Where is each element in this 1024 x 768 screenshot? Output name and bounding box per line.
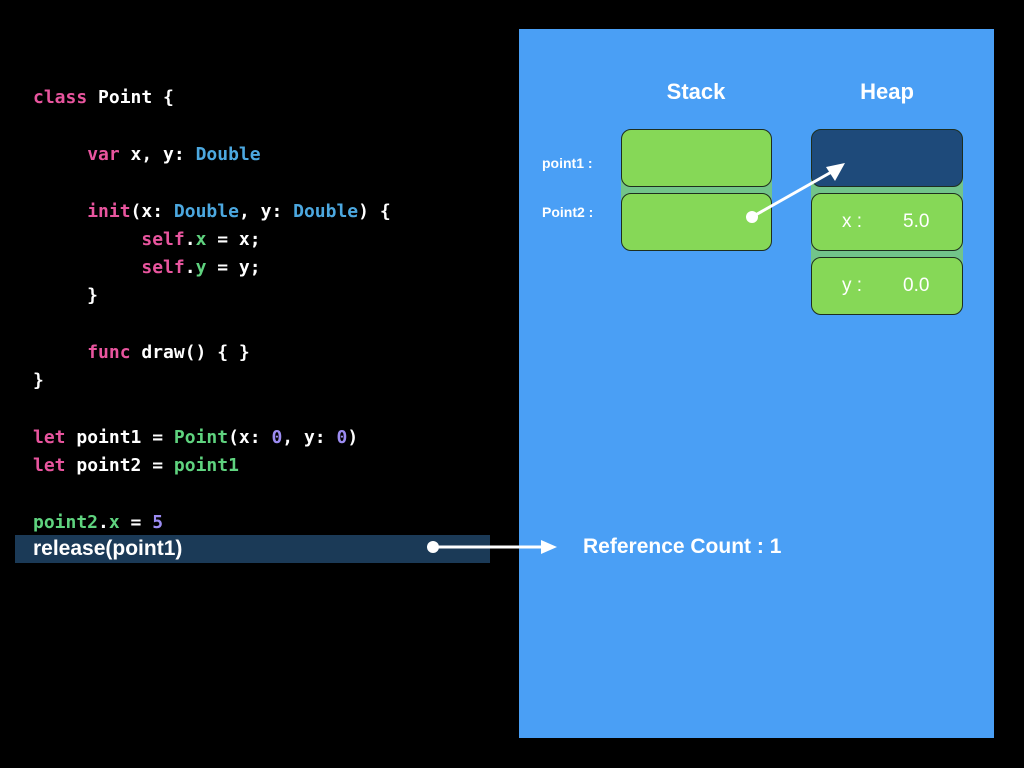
code-line-assign-x: point2.x = 5 <box>33 511 163 535</box>
code-token: draw() { } <box>141 342 250 363</box>
code-line-var-decl: var x, y: Double <box>33 143 261 167</box>
code-token: 5 <box>152 512 164 533</box>
point2-reference-dot <box>746 211 758 223</box>
code-line-class-close: } <box>33 369 44 393</box>
code-token: func <box>87 342 142 363</box>
code-token: y <box>195 257 207 278</box>
code-token: point2 <box>33 512 99 533</box>
release-dot <box>427 541 439 553</box>
code-token: . <box>98 512 109 533</box>
current-line-highlight <box>15 535 490 563</box>
code-token: } <box>33 285 99 306</box>
code-token: Double <box>173 201 239 222</box>
code-token: Double <box>293 201 359 222</box>
code-token: = <box>119 512 153 533</box>
code-token: var <box>87 144 131 165</box>
heap-field-x-name: x : <box>842 211 863 232</box>
current-line-text: release(point1) <box>33 537 183 560</box>
point2-reference-arrowhead <box>826 163 845 181</box>
code-token: = y; <box>206 257 261 278</box>
code-line-init-close: } <box>33 284 98 308</box>
stack-label-point1: point1 : <box>542 155 593 171</box>
code-token: ) { <box>358 201 391 222</box>
code-token: self <box>141 229 185 250</box>
code-token: point1 = <box>76 427 174 448</box>
code-line-init-decl: init(x: Double, y: Double) { <box>33 200 391 224</box>
code-line-let-point2: let point2 = point1 <box>33 454 239 478</box>
code-token: init <box>87 201 131 222</box>
code-token: , y: <box>282 427 337 448</box>
code-line-self-y: self.y = y; <box>33 256 261 280</box>
code-token: point2 = <box>76 455 174 476</box>
code-token: (x: <box>130 201 174 222</box>
code-token: Point { <box>98 87 174 108</box>
code-token: 0 <box>271 427 283 448</box>
heap-title: Heap <box>860 79 914 104</box>
release-arrowhead <box>541 540 557 554</box>
code-line-func-draw: func draw() { } <box>33 341 250 365</box>
code-token: let <box>33 455 77 476</box>
heap-field-y-name: y : <box>842 275 863 296</box>
stack-cell-point2 <box>621 193 772 251</box>
stack-label-point2: Point2 : <box>542 204 594 220</box>
code-token: . <box>184 257 196 278</box>
code-line-let-point1: let point1 = Point(x: 0, y: 0) <box>33 426 358 450</box>
code-token: let <box>33 427 77 448</box>
code-line-self-x: self.x = x; <box>33 228 261 252</box>
code-token: class <box>33 87 99 108</box>
code-token: (x: <box>228 427 272 448</box>
heap-field-y-value: 0.0 <box>903 275 930 296</box>
code-line-class-decl: class Point { <box>33 86 174 110</box>
code-token: = x; <box>206 229 261 250</box>
release-to-refcount-arrow <box>427 540 557 554</box>
code-token: x, y: <box>130 144 196 165</box>
code-token: Point <box>173 427 229 448</box>
code-token: point1 <box>173 455 239 476</box>
reference-count-label: Reference Count : 1 <box>583 535 782 558</box>
code-token: Double <box>195 144 261 165</box>
code-token: ) <box>347 427 359 448</box>
code-token: , y: <box>238 201 294 222</box>
code-token: self <box>141 257 185 278</box>
stack-cell-point1 <box>621 129 772 187</box>
point2-reference-arrow <box>746 163 845 223</box>
code-token: } <box>33 370 44 391</box>
code-token: 0 <box>336 427 348 448</box>
code-token: . <box>184 229 196 250</box>
code-token: x <box>108 512 120 533</box>
stack-title: Stack <box>666 79 726 104</box>
heap-field-x-value: 5.0 <box>903 211 930 232</box>
heap-cell-x <box>811 193 963 251</box>
code-token: x <box>195 229 207 250</box>
code-editor: class Point { var x, y: Double init(x: D… <box>0 0 500 768</box>
heap-cell-y <box>811 257 963 315</box>
